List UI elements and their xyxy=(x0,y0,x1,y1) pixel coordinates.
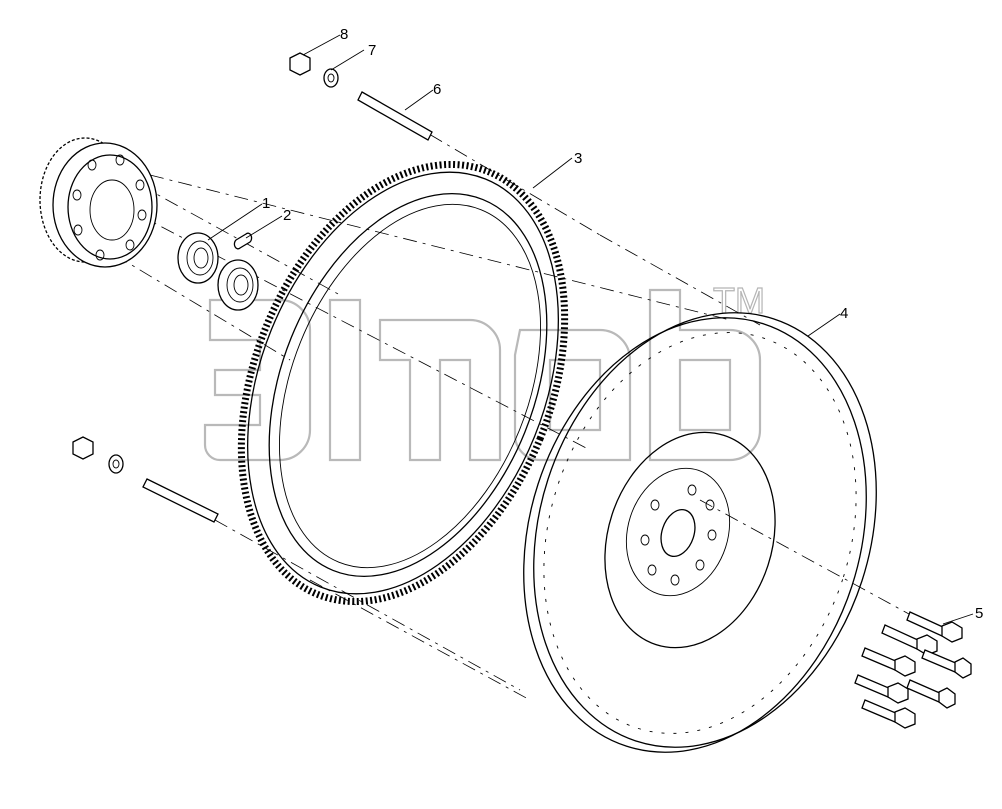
callout-7: 7 xyxy=(368,42,376,59)
trademark-label: TM xyxy=(713,280,765,321)
pilot-hub-gear xyxy=(39,137,158,268)
flywheel-part-4 xyxy=(523,312,877,753)
callout-1: 1 xyxy=(262,195,270,212)
dowel-pin-part-2 xyxy=(233,232,253,250)
callout-5: 5 xyxy=(975,605,983,622)
alignment-lines xyxy=(89,104,921,701)
stud-part-6 xyxy=(142,91,433,523)
nut-part-8 xyxy=(72,52,311,460)
ring-gear-part-3 xyxy=(237,160,569,606)
callout-4: 4 xyxy=(840,305,848,322)
callout-8: 8 xyxy=(340,26,348,43)
callouts: 1 2 3 4 5 6 7 8 xyxy=(262,26,983,622)
callout-2: 2 xyxy=(283,207,291,224)
leader-lines xyxy=(207,34,974,625)
bearing-part-1 xyxy=(177,232,259,311)
callout-6: 6 xyxy=(433,81,441,98)
bolt-group-part-5 xyxy=(854,611,972,729)
callout-3: 3 xyxy=(574,150,582,167)
washer-part-7 xyxy=(108,68,339,474)
watermark-logo: TM xyxy=(203,279,766,462)
